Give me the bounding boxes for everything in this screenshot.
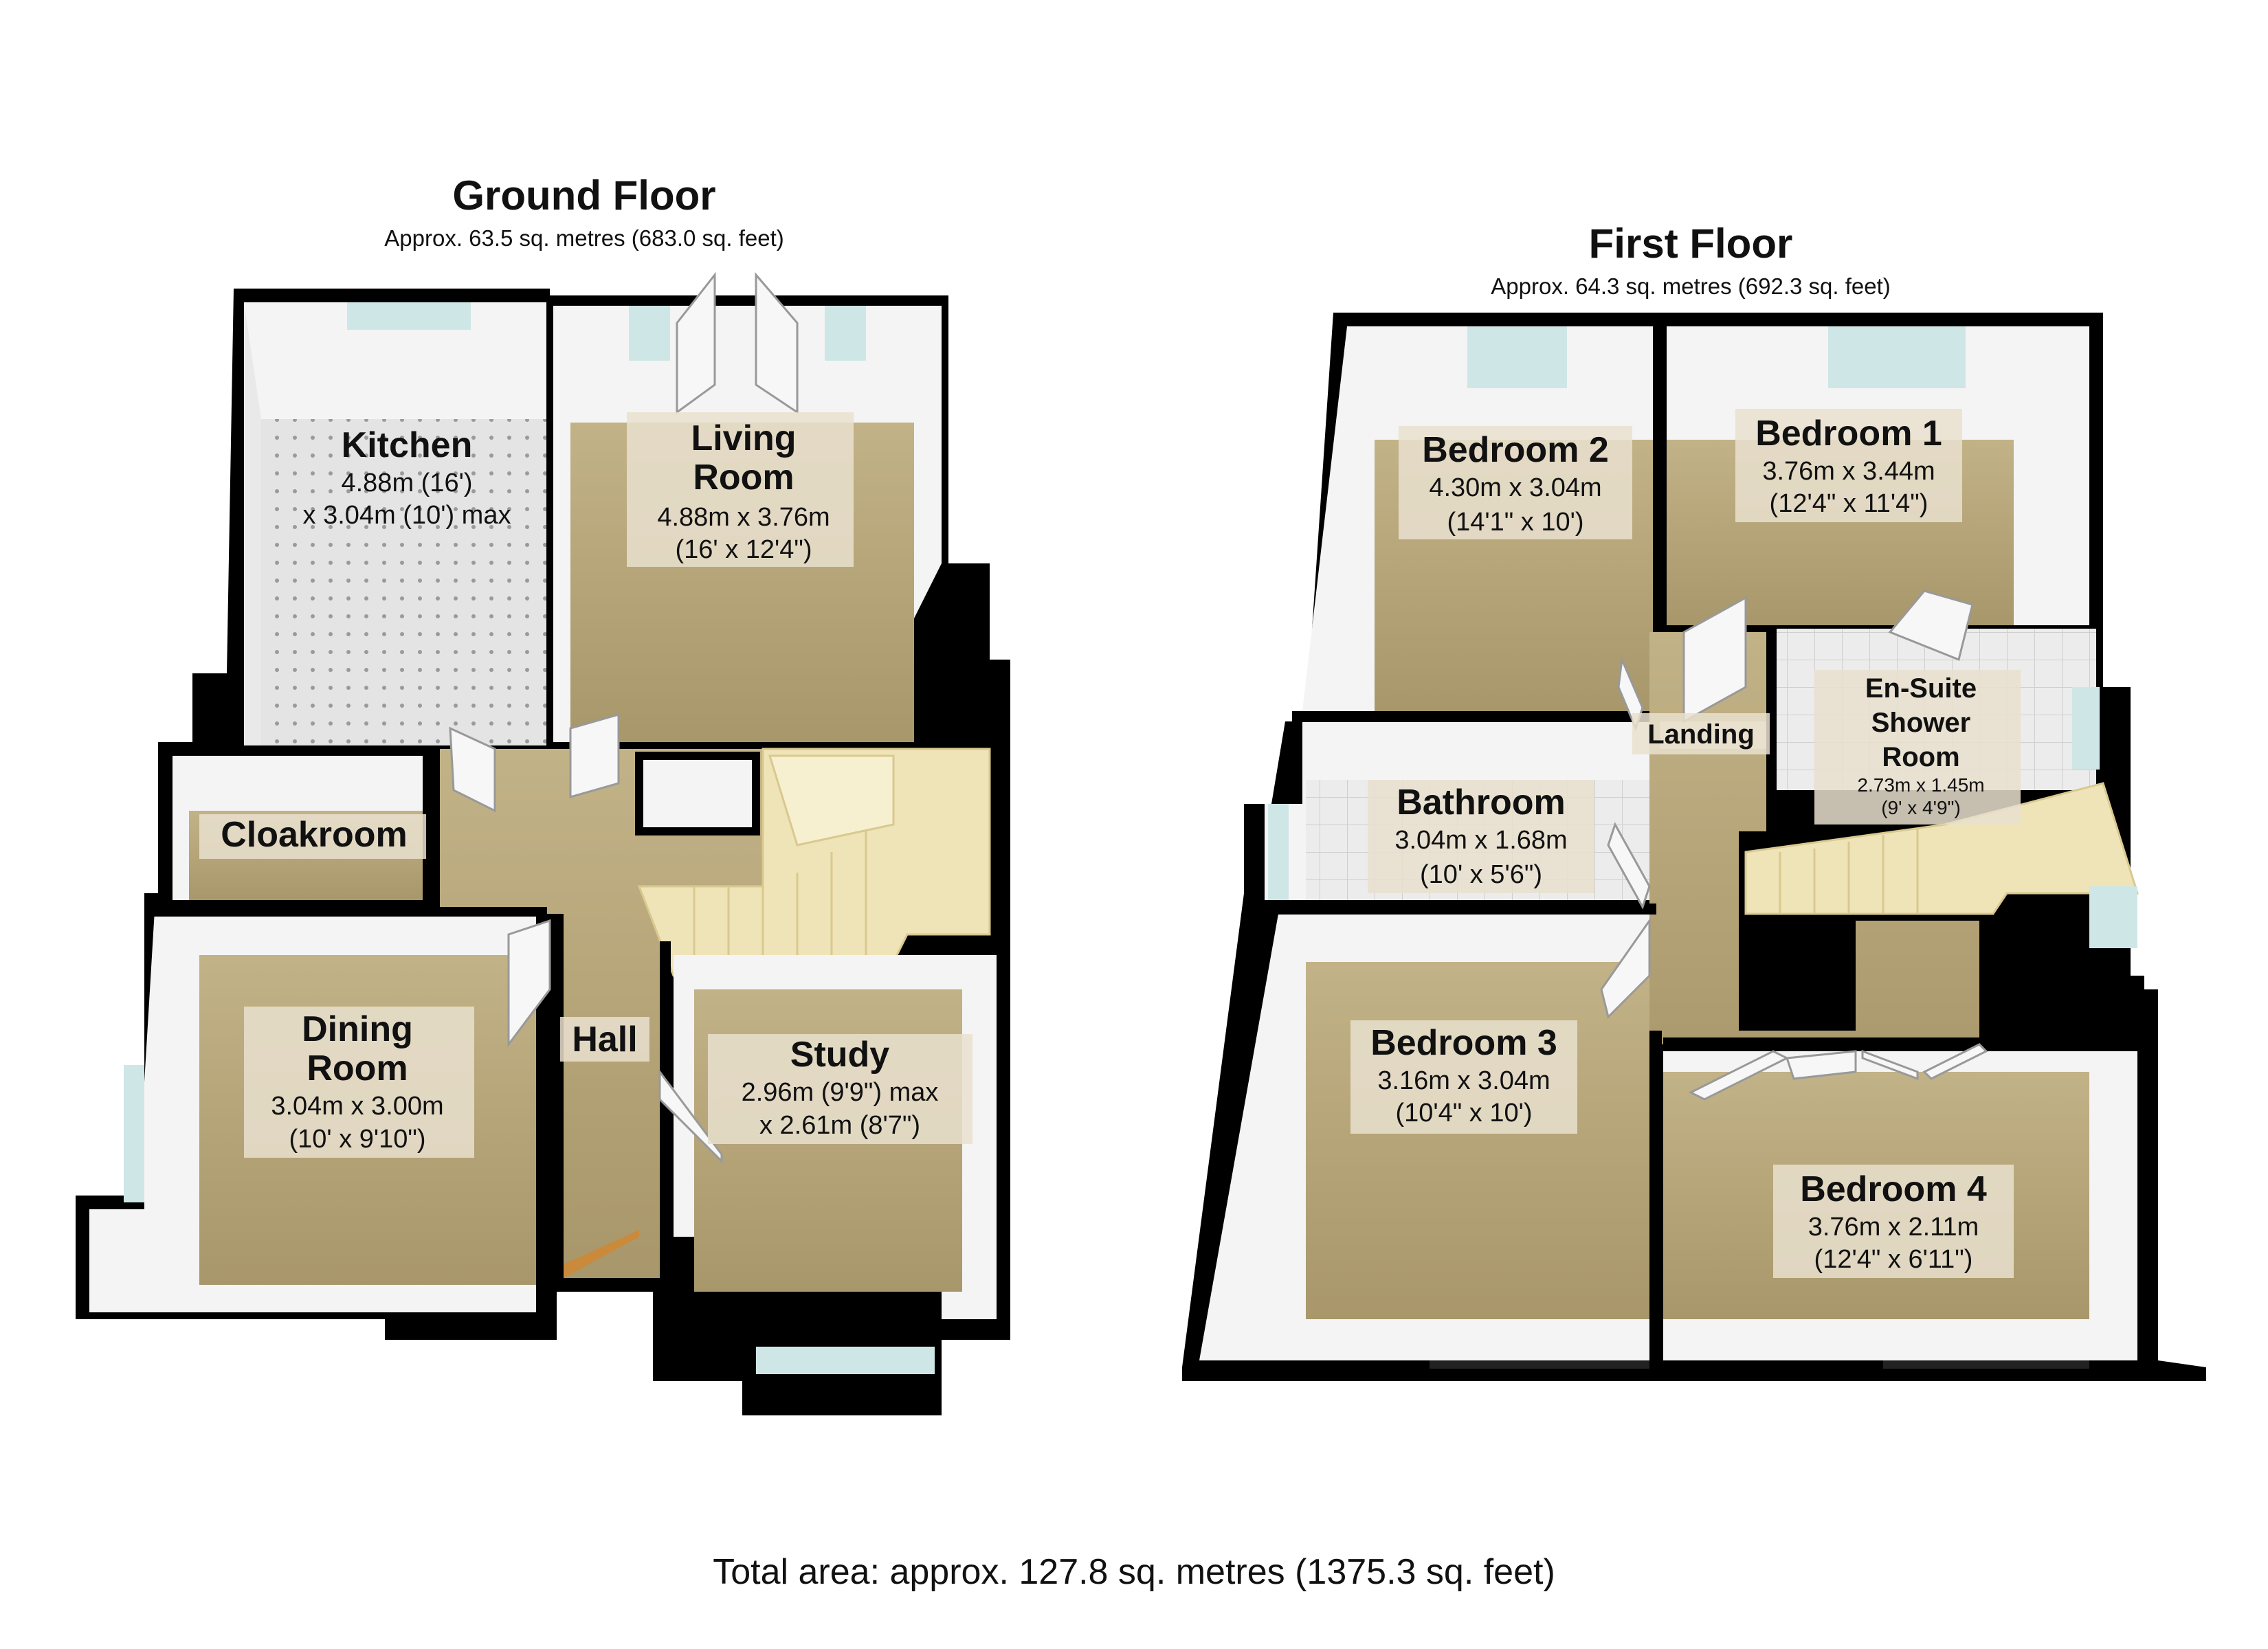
- bedroom-2-dim-2: (14'1" x 10'): [1447, 508, 1583, 537]
- dining-room-label-2: Room: [307, 1048, 408, 1088]
- bedroom-3-room: [1199, 904, 1662, 1367]
- dining-room-dim-1: 3.04m x 3.00m: [271, 1092, 443, 1121]
- study-dim-2: x 2.61m (8'7"): [759, 1111, 920, 1140]
- ground-floor-doors: [449, 713, 723, 1278]
- living-room-dim-2: (16' x 12'4"): [675, 535, 812, 564]
- bedroom-3-label: Bedroom 3: [1370, 1023, 1557, 1063]
- bedroom-2-window: [1467, 326, 1567, 388]
- ground-floor-area: Approx. 63.5 sq. metres (683.0 sq. feet): [384, 225, 783, 251]
- kitchen-dim-2: x 3.04m (10') max: [303, 501, 511, 530]
- bedroom-3-dim-2: (10'4" x 10'): [1395, 1099, 1532, 1128]
- dining-room-window: [124, 1065, 144, 1202]
- ground-floor-title: Ground Floor: [452, 172, 715, 218]
- first-floor-landing-window: [2089, 886, 2137, 948]
- bathroom-dim-2: (10' x 5'6"): [1420, 860, 1542, 889]
- first-floor-stairs: [1744, 782, 2139, 948]
- kitchen-window: [347, 302, 471, 330]
- dining-room-label-1: Dining: [302, 1009, 413, 1049]
- total-area-caption: Total area: approx. 127.8 sq. metres (13…: [713, 1552, 1555, 1592]
- ground-floor-plan: Ground Floor Approx. 63.5 sq. metres (68…: [76, 172, 1010, 1415]
- en-suite-dim-2: (9' x 4'9"): [1881, 797, 1961, 818]
- dining-room-dim-2: (10' x 9'10"): [289, 1125, 425, 1154]
- bedroom-3-dim-1: 3.16m x 3.04m: [1377, 1066, 1550, 1095]
- living-room-label-2: Room: [693, 458, 794, 497]
- ground-floor-stairs: [635, 748, 991, 977]
- living-room-window-left: [629, 306, 670, 361]
- kitchen-room: [244, 302, 546, 745]
- living-room-dim-1: 4.88m x 3.76m: [657, 503, 830, 532]
- bedroom-1-dim-1: 3.76m x 3.44m: [1762, 457, 1935, 486]
- bedroom-4-label: Bedroom 4: [1800, 1169, 1987, 1209]
- en-suite-label-1: En-Suite: [1865, 673, 1977, 704]
- bedroom-2-label: Bedroom 2: [1422, 430, 1609, 470]
- bedroom-1-dim-2: (12'4" x 11'4"): [1770, 489, 1928, 518]
- landing-label: Landing: [1647, 719, 1755, 750]
- study-dim-1: 2.96m (9'9") max: [742, 1078, 939, 1107]
- en-suite-label-2: Shower: [1871, 708, 1970, 738]
- cloakroom-label: Cloakroom: [221, 815, 408, 855]
- bedroom-2-dim-1: 4.30m x 3.04m: [1429, 473, 1601, 502]
- study-window: [756, 1347, 935, 1374]
- kitchen-dim-1: 4.88m (16'): [341, 469, 472, 497]
- living-room-window-right: [825, 306, 866, 361]
- bathroom-label: Bathroom: [1397, 783, 1566, 822]
- first-floor-area: Approx. 64.3 sq. metres (692.3 sq. feet): [1491, 273, 1890, 299]
- bedroom-4-dim-1: 3.76m x 2.11m: [1808, 1213, 1979, 1242]
- en-suite-window: [2072, 687, 2100, 770]
- bedroom-4-dim-2: (12'4" x 6'11"): [1814, 1245, 1973, 1274]
- bathroom-dim-1: 3.04m x 1.68m: [1394, 826, 1567, 855]
- first-floor-doors: [1600, 596, 1747, 1019]
- bathroom-window: [1268, 804, 1289, 900]
- first-floor-plan: First Floor Approx. 64.3 sq. metres (692…: [1182, 221, 2206, 1381]
- living-room-label-1: Living: [691, 418, 796, 458]
- en-suite-dim-1: 2.73m x 1.45m: [1857, 774, 1984, 796]
- hall-label: Hall: [572, 1020, 637, 1059]
- study-label: Study: [790, 1035, 890, 1075]
- bedroom-1-label: Bedroom 1: [1755, 414, 1942, 453]
- kitchen-label: Kitchen: [342, 425, 473, 465]
- wardrobe-doors: [1688, 1043, 1988, 1101]
- first-floor-title: First Floor: [1589, 221, 1793, 267]
- en-suite-label-3: Room: [1882, 742, 1959, 772]
- bedroom-1-window: [1828, 326, 1966, 388]
